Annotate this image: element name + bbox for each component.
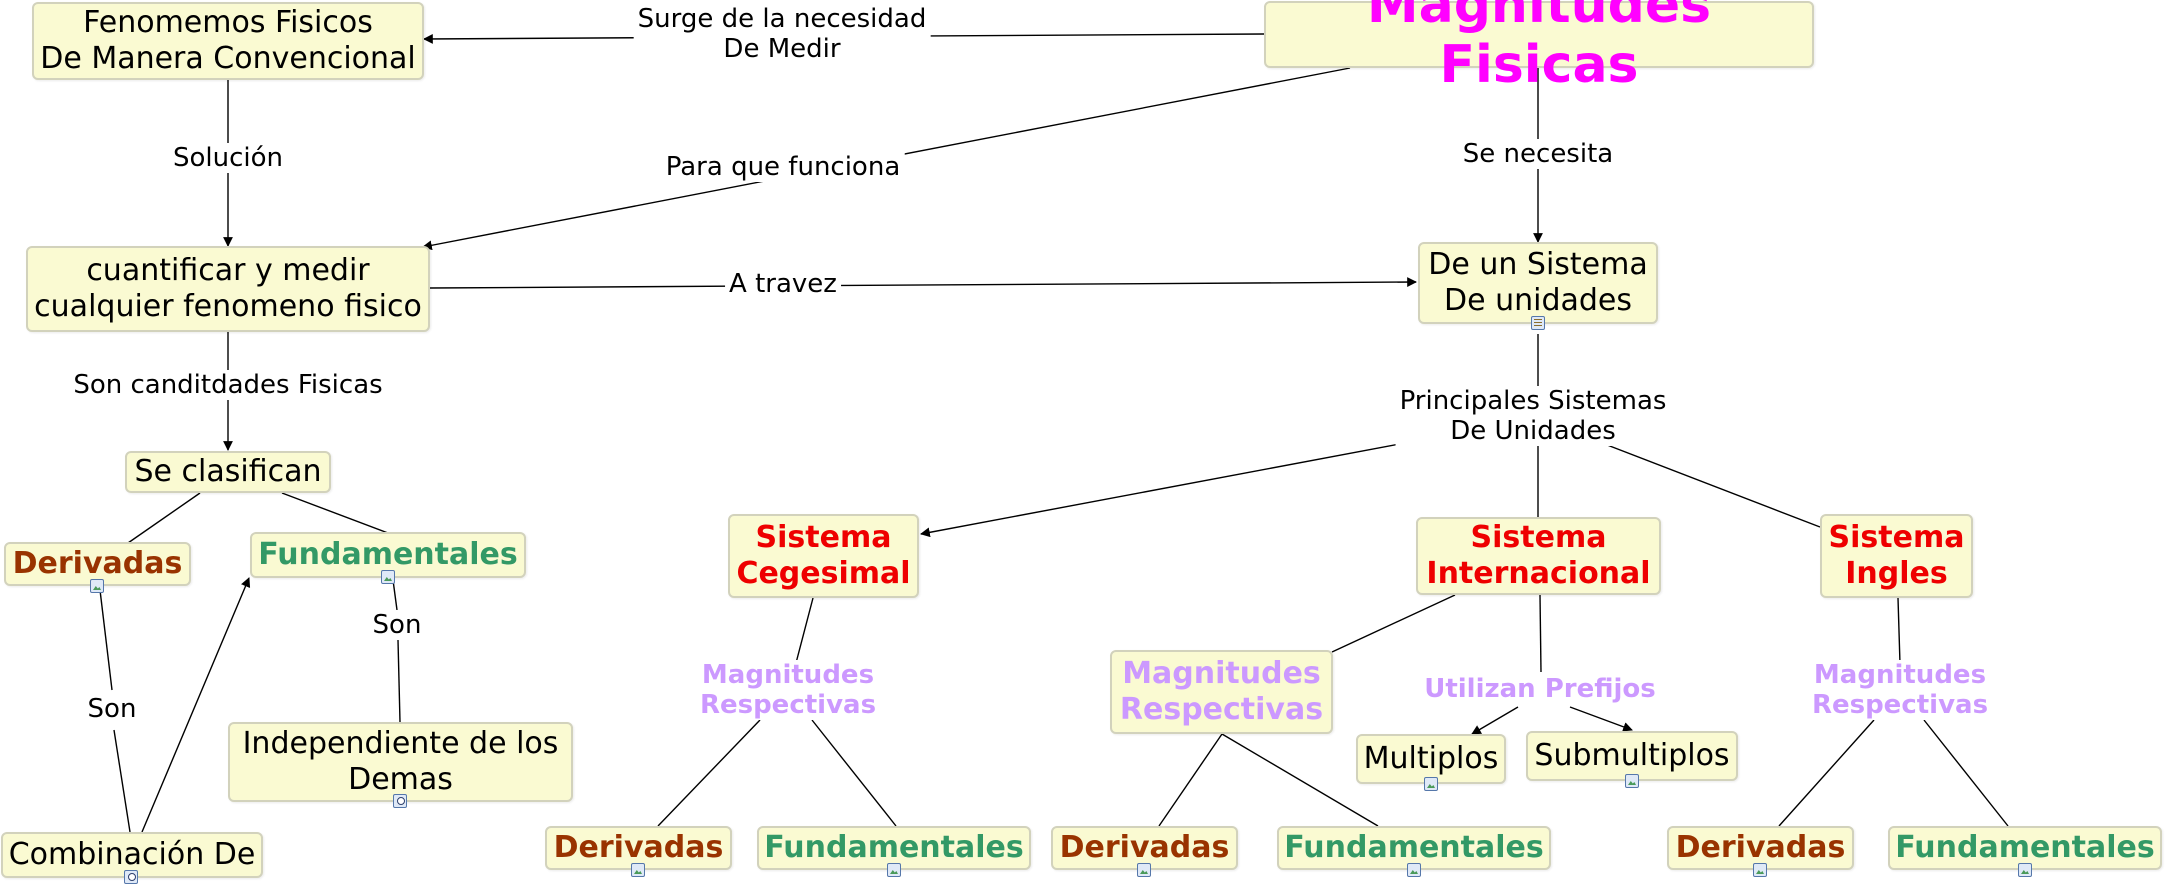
node-sistema-unidades[interactable]: De un Sistema De unidades: [1418, 242, 1658, 324]
edge-internacional-prefijos: [1539, 594, 1542, 673]
label-principales: Principales Sistemas De Unidades: [1395, 386, 1671, 446]
node-independiente[interactable]: Independiente de los Demas: [228, 722, 573, 802]
node-derivadas-ing[interactable]: Derivadas: [1667, 826, 1854, 870]
node-fundamentales-si[interactable]: Fundamentales: [1277, 826, 1551, 870]
node-sistema-cegesimal[interactable]: Sistema Cegesimal: [728, 514, 919, 598]
label-utilizan-prefijos: Utilizan Prefijos: [1420, 674, 1660, 704]
edge-internacional-magnitudes: [1331, 594, 1456, 653]
label-son-right: Son: [368, 610, 426, 640]
edge-a-travez: [429, 277, 1417, 289]
edge-prefijos-submultiplos: [1569, 706, 1633, 732]
image-icon[interactable]: [1407, 863, 1421, 877]
edge-magnitudes-cgs-fundamentales: [811, 719, 897, 827]
concept-map-icon[interactable]: [393, 794, 407, 808]
node-fundamentales-left[interactable]: Fundamentales: [250, 532, 526, 578]
edge-magnitudes-cgs-derivadas: [657, 719, 761, 827]
image-icon[interactable]: [2018, 863, 2032, 877]
edge-prefijos-multiplos: [1471, 706, 1519, 735]
label-para-que: Para que funciona: [661, 152, 905, 182]
edge-cegesimal-magnitudes: [795, 597, 814, 664]
edge-magnitudes-ing-derivadas: [1778, 719, 1875, 827]
image-icon[interactable]: [887, 863, 901, 877]
image-icon[interactable]: [381, 570, 395, 584]
image-icon[interactable]: [1424, 777, 1438, 791]
node-sistema-ingles[interactable]: Sistema Ingles: [1820, 514, 1973, 598]
label-solucion: Solución: [168, 143, 288, 173]
edge-magnitudes-ing-fundamentales: [1923, 719, 2009, 827]
edge-principales-cegesimal: [920, 442, 1406, 538]
label-se-necesita: Se necesita: [1458, 139, 1618, 169]
label-magnitudes-ing: Magnitudes Respectivas: [1807, 660, 1993, 720]
image-icon[interactable]: [90, 579, 104, 593]
edge-clasifican-fundamentales: [281, 492, 389, 534]
node-magnitudes-fisicas[interactable]: Magnitudes Fisicas: [1264, 0, 1814, 95]
label-son-left: Son: [83, 694, 141, 724]
document-icon[interactable]: [1531, 316, 1545, 330]
label-magnitudes-cgs: Magnitudes Respectivas: [695, 660, 881, 720]
edge-magnitudes-si-derivadas: [1158, 733, 1223, 827]
edge-son-left-a: [99, 589, 113, 691]
node-derivadas-si[interactable]: Derivadas: [1051, 826, 1238, 870]
edge-son-right-b: [397, 639, 401, 723]
edge-clasifican-derivadas: [127, 492, 201, 544]
image-icon[interactable]: [631, 863, 645, 877]
edge-combinacion-fundamentales: [141, 577, 251, 833]
node-fundamentales-ing[interactable]: Fundamentales: [1888, 826, 2162, 870]
image-icon[interactable]: [1625, 774, 1639, 788]
node-submultiplos[interactable]: Submultiplos: [1526, 731, 1738, 781]
node-cuantificar[interactable]: cuantificar y medir cualquier fenomeno f…: [26, 246, 430, 332]
image-icon[interactable]: [1753, 863, 1767, 877]
edge-ingles-magnitudes: [1897, 597, 1901, 665]
edge-magnitudes-si-fundamentales: [1221, 733, 1379, 827]
node-multiplos[interactable]: Multiplos: [1356, 734, 1506, 784]
image-icon[interactable]: [1137, 863, 1151, 877]
edge-principales-ingles: [1601, 442, 1821, 528]
node-magnitudes-respectivas-si[interactable]: Magnitudes Respectivas: [1110, 650, 1333, 734]
concept-map-icon[interactable]: [124, 870, 138, 884]
node-sistema-internacional[interactable]: Sistema Internacional: [1416, 517, 1661, 595]
node-se-clasifican[interactable]: Se clasifican: [125, 451, 331, 493]
label-a-travez: A travez: [725, 269, 841, 299]
edge-son-right-a: [392, 579, 398, 611]
node-fenomenos[interactable]: Fenomemos Fisicos De Manera Convencional: [32, 2, 424, 80]
label-son-cantidades: Son canditdades Fisicas: [69, 370, 387, 400]
edge-son-left-b: [113, 729, 131, 833]
label-surge: Surge de la necesidad De Medir: [633, 4, 931, 64]
